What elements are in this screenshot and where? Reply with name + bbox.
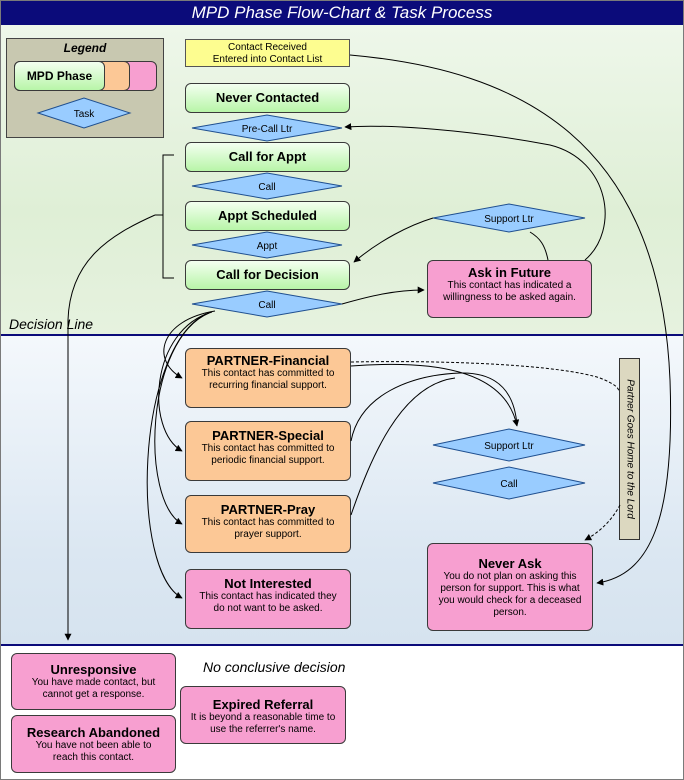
appt-scheduled-box: Appt Scheduled xyxy=(185,201,350,231)
arrow-to-financial xyxy=(163,310,216,379)
legend-task-diamond xyxy=(36,97,132,129)
support-ltr-mid-label: Support Ltr xyxy=(484,441,534,452)
partner-financial-box: PARTNER-Financial This contact has commi… xyxy=(185,348,351,408)
arrow-to-pray xyxy=(154,312,210,525)
never-ask-box: Never Ask You do not plan on asking this… xyxy=(427,543,593,631)
never-ask-title: Never Ask xyxy=(478,556,542,571)
call-mid-diamond xyxy=(432,466,586,500)
unresponsive-title: Unresponsive xyxy=(50,662,137,677)
not-interested-desc: This contact has indicated they do not w… xyxy=(199,591,337,614)
partner-financial-desc: This contact has committed to recurring … xyxy=(201,368,335,391)
partner-pray-title: PARTNER-Pray xyxy=(220,502,316,517)
legend-task-label: Task xyxy=(74,109,96,120)
never-contacted-box: Never Contacted xyxy=(185,83,350,113)
dashed-to-tag xyxy=(350,361,620,393)
contact-received-line2: Entered into Contact List xyxy=(212,54,323,65)
support-ltr-top-diamond xyxy=(432,203,586,233)
arrow-pray-to-support xyxy=(350,377,456,516)
arrow-special-to-support xyxy=(350,372,518,442)
partner-goes-home-tag: Partner Goes Home to the Lord xyxy=(619,358,640,540)
partner-financial-title: PARTNER-Financial xyxy=(206,353,330,368)
arrow-to-not-interested xyxy=(146,313,207,599)
partner-special-desc: This contact has committed to periodic f… xyxy=(201,443,335,466)
ask-in-future-box: Ask in Future This contact has indicated… xyxy=(427,260,592,318)
arrow-back-to-pre-call xyxy=(344,123,606,261)
unresponsive-box: Unresponsive You have made contact, but … xyxy=(11,653,176,710)
arrow-to-special xyxy=(158,311,213,452)
appt-diamond xyxy=(191,231,343,259)
decision-line-label: Decision Line xyxy=(9,316,94,332)
expired-referral-title: Expired Referral xyxy=(212,697,314,712)
diagram-title: MPD Phase Flow-Chart & Task Process xyxy=(1,1,683,25)
not-interested-box: Not Interested This contact has indicate… xyxy=(185,569,351,629)
partner-pray-box: PARTNER-Pray This contact has committed … xyxy=(185,495,351,553)
call-1-diamond xyxy=(191,172,343,200)
appt-label: Appt xyxy=(257,241,278,252)
call-mid-label: Call xyxy=(500,479,517,490)
support-ltr-top-label: Support Ltr xyxy=(484,214,534,225)
legend-title: Legend xyxy=(63,41,107,55)
no-decision-label: No conclusive decision xyxy=(203,659,346,675)
arrow-to-ask-in-future xyxy=(341,286,425,305)
research-abandoned-title: Research Abandoned xyxy=(26,725,161,740)
research-abandoned-desc: You have not been able to reach this con… xyxy=(35,740,152,763)
stage-bracket xyxy=(162,154,174,279)
not-interested-title: Not Interested xyxy=(224,576,312,591)
no-decision-line xyxy=(1,644,683,646)
call-for-decision-box: Call for Decision xyxy=(185,260,350,290)
arrow-to-never-ask xyxy=(349,54,672,586)
call-for-appt-box: Call for Appt xyxy=(185,142,350,172)
partner-special-box: PARTNER-Special This contact has committ… xyxy=(185,421,351,481)
arrow-to-unresponsive xyxy=(64,214,156,641)
support-ltr-from-future xyxy=(529,231,549,261)
expired-referral-desc: It is beyond a reasonable time to use th… xyxy=(190,712,336,735)
decision-line xyxy=(1,334,683,336)
call-1-label: Call xyxy=(258,182,275,193)
contact-received-box: Contact Received Entered into Contact Li… xyxy=(185,39,350,67)
arrow-support-to-decision xyxy=(353,217,434,263)
contact-received-line1: Contact Received xyxy=(228,42,307,53)
call-2-label: Call xyxy=(258,300,275,311)
partner-special-title: PARTNER-Special xyxy=(212,428,324,443)
ask-in-future-title: Ask in Future xyxy=(467,265,552,280)
expired-referral-box: Expired Referral It is beyond a reasonab… xyxy=(180,686,346,744)
never-ask-desc: You do not plan on asking this person fo… xyxy=(438,571,582,618)
unresponsive-desc: You have made contact, but cannot get a … xyxy=(31,677,156,700)
support-ltr-mid-diamond xyxy=(432,428,586,462)
partner-pray-desc: This contact has committed to prayer sup… xyxy=(201,517,335,540)
pre-call-ltr-label: Pre-Call Ltr xyxy=(242,124,293,135)
ask-in-future-desc: This contact has indicated a willingness… xyxy=(443,280,576,303)
pre-call-ltr-diamond xyxy=(191,114,343,142)
legend-phase-label: MPD Phase xyxy=(14,61,105,91)
research-abandoned-box: Research Abandoned You have not been abl… xyxy=(11,715,176,773)
dashed-to-never-ask xyxy=(584,504,621,541)
arrow-financial-to-support xyxy=(350,363,520,427)
